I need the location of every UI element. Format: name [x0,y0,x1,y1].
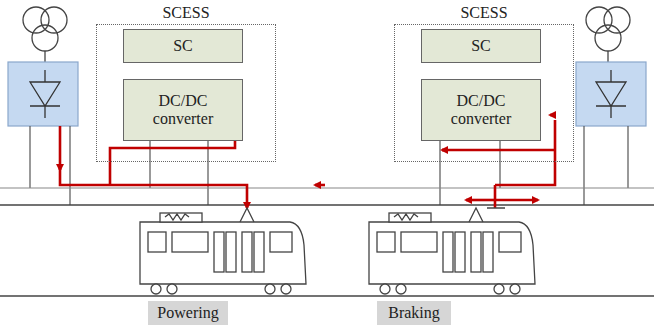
supercapacitor-box: SC [123,29,243,63]
scess-group: SCESSSCDC/DC converter [394,24,574,162]
node-text: SC [173,37,193,55]
train [140,208,535,294]
scess-group: SCESSSCDC/DC converter [96,24,276,162]
supercapacitor-box: SC [421,29,541,63]
group-heading: SCESS [97,4,275,22]
node-text: Braking [388,304,440,322]
node-text: DC/DC converter [436,92,526,127]
rectifier-symbol [8,62,646,126]
transformer-symbol [23,7,630,62]
group-heading: SCESS [395,4,573,22]
node-text: DC/DC converter [138,92,228,127]
converter-box: DC/DC converter [421,79,541,141]
node-text: SC [471,37,491,55]
mode-label: Braking [377,301,451,325]
converter-box: DC/DC converter [123,79,243,141]
node-text: Powering [157,304,218,322]
mode-label: Powering [148,301,228,325]
